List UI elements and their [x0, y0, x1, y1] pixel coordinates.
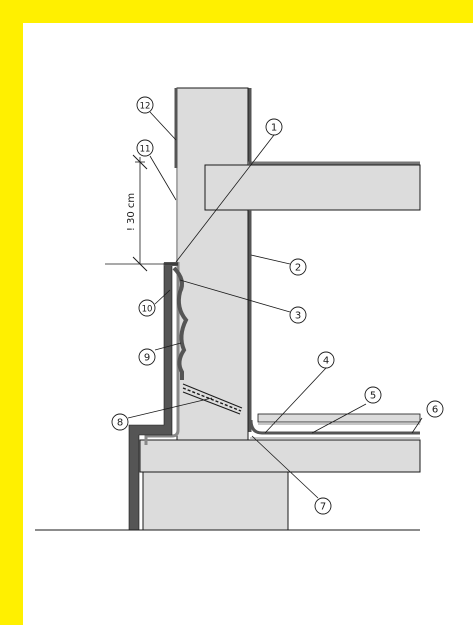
dimension-label: ! 30 cm	[126, 193, 137, 231]
callout-number: 7	[320, 502, 326, 513]
callout-number: 12	[140, 102, 151, 112]
callout-5: 5	[364, 386, 382, 404]
floor-membrane	[249, 419, 420, 435]
callout-7: 7	[314, 497, 332, 515]
callout-number: 11	[140, 145, 151, 155]
height-dimension: ! 30 cm	[105, 154, 178, 272]
callout-circle	[138, 299, 156, 317]
floor-slab	[204, 164, 421, 211]
callout-circle	[289, 258, 307, 276]
bitumen-joint-zone	[172, 266, 189, 380]
drain-pipe	[182, 383, 243, 415]
callout-circle	[111, 413, 129, 431]
callout-12: 12	[136, 96, 154, 114]
callout-circle	[317, 351, 335, 369]
callout-circle	[314, 497, 332, 515]
exterior-membrane	[144, 262, 180, 445]
callout-4: 4	[317, 351, 335, 369]
callout-circle	[136, 139, 154, 157]
callout-6: 6	[426, 400, 444, 418]
callout-number: 10	[142, 305, 153, 315]
floor-screed	[257, 413, 421, 423]
callout-circle	[364, 386, 382, 404]
callout-circle	[426, 400, 444, 418]
callout-number: 1	[271, 123, 277, 134]
foundation-block	[142, 471, 289, 531]
callout-circle	[289, 306, 307, 324]
callout-number: 4	[323, 356, 329, 367]
callout-circle	[138, 348, 156, 366]
callout-3: 3	[289, 306, 307, 324]
callout-circle	[265, 118, 283, 136]
callout-number: 9	[144, 353, 150, 364]
callout-8: 8	[111, 413, 129, 431]
callout-1: 1	[265, 118, 283, 136]
callout-number: 2	[295, 263, 301, 274]
callout-9: 9	[138, 348, 156, 366]
callout-10: 10	[138, 299, 156, 317]
yellow-band-top	[0, 0, 473, 23]
callout-number: 8	[117, 418, 123, 429]
callout-11: 11	[136, 139, 154, 157]
callout-number: 6	[432, 405, 438, 416]
callout-2: 2	[289, 258, 307, 276]
callout-number: 5	[370, 391, 376, 402]
main-wall	[176, 87, 249, 441]
callout-circle	[136, 96, 154, 114]
ground-slab	[139, 439, 421, 473]
leader-lines	[127, 111, 423, 499]
yellow-band-left	[0, 0, 23, 625]
callout-number: 3	[295, 311, 301, 322]
